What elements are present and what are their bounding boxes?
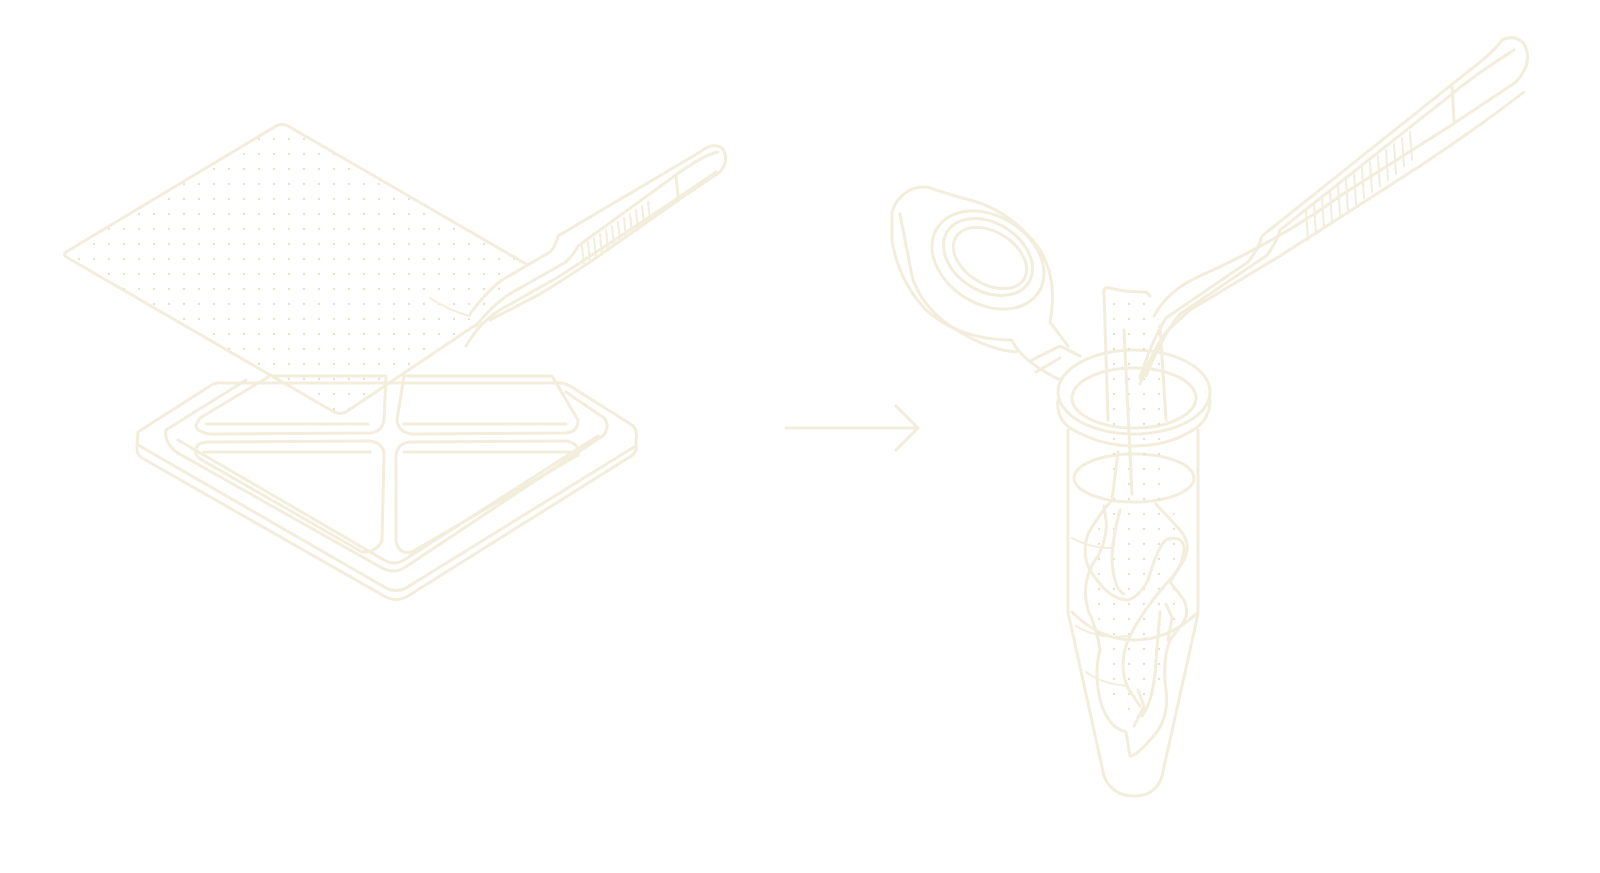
membrane-into-microtube-with-tweezers-icon [890, 36, 1530, 798]
tweezers-grip-lines [581, 201, 651, 267]
tube-lid-icon [890, 185, 1082, 382]
tweezers-grip-lines [1305, 131, 1413, 241]
membrane-sheet-icon [62, 123, 528, 415]
tweezers-icon [1138, 36, 1530, 386]
tweezers-icon [464, 144, 727, 348]
four-well-plate-icon [135, 374, 638, 601]
arrow-right-icon [784, 404, 920, 452]
rolled-membrane-icon [1071, 286, 1189, 758]
membrane-on-plate-with-tweezers-icon [62, 123, 727, 601]
